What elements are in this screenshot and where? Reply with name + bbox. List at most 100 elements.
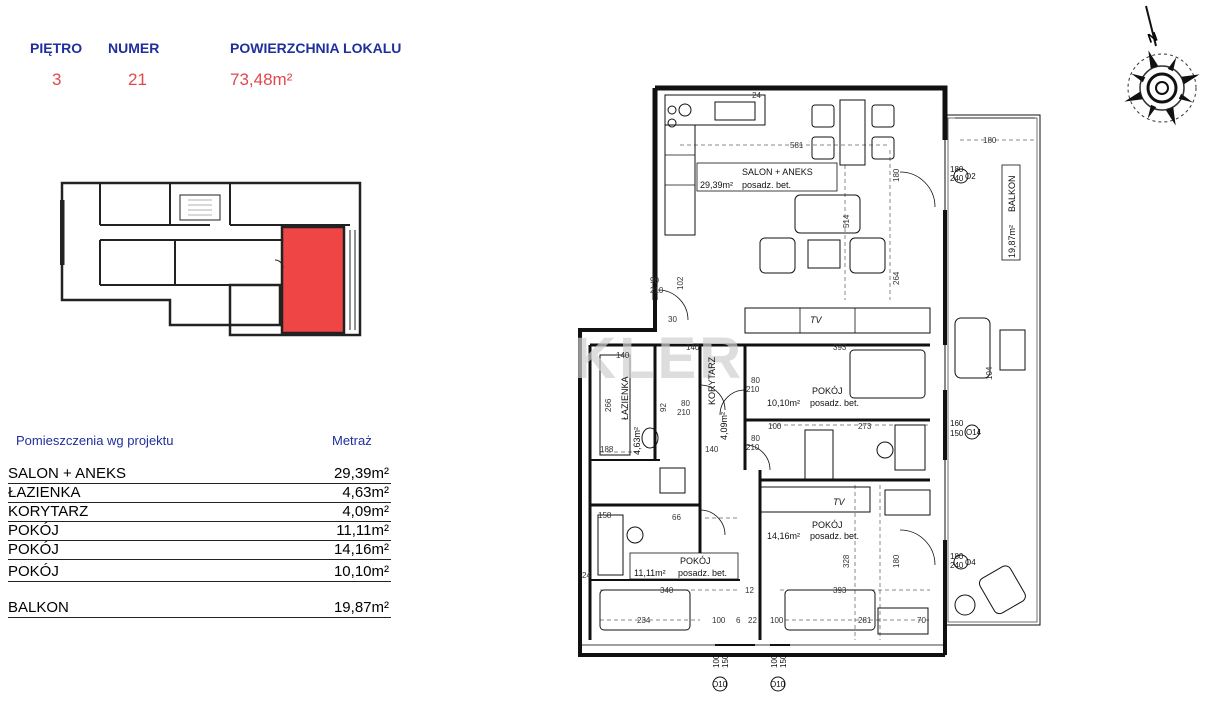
dim-label: 140 bbox=[686, 343, 700, 352]
window-width: 180 bbox=[950, 165, 964, 174]
window-height: 240 bbox=[950, 174, 964, 183]
dim-label: 266 bbox=[604, 398, 613, 412]
dim-label: 12 bbox=[745, 586, 754, 595]
window-height: 150 bbox=[721, 654, 730, 668]
window-width: 160 bbox=[950, 419, 964, 428]
dim-label: 24 bbox=[582, 571, 591, 580]
tv-label: TV bbox=[810, 315, 822, 325]
table-row: POKÓJ 14,16m² bbox=[8, 541, 391, 560]
room-label-salon: SALON + ANEKS bbox=[742, 167, 813, 177]
window-width: 100 bbox=[770, 654, 779, 668]
watermark: MAKLER bbox=[570, 326, 744, 391]
dim-label: 328 bbox=[842, 554, 851, 568]
window-tag: O10 bbox=[712, 680, 728, 689]
room-area: 11,11m² bbox=[336, 522, 389, 539]
room-name: BALKON bbox=[8, 599, 69, 616]
window-tag: O14 bbox=[966, 428, 982, 437]
number-value: 21 bbox=[128, 70, 147, 89]
room-area: 10,10m² bbox=[333, 563, 389, 580]
dim-label: 66 bbox=[672, 513, 681, 522]
room-area-sw: 11,11m² bbox=[634, 568, 666, 578]
table-row: POKÓJ 11,11m² bbox=[8, 522, 391, 541]
dim-label: 24 bbox=[752, 91, 761, 100]
room-label-bath: ŁAZIENKA bbox=[620, 376, 630, 420]
dim-label: 100 bbox=[770, 616, 784, 625]
window-width: 180 bbox=[950, 552, 964, 561]
dim-label: 140 bbox=[705, 445, 719, 454]
tv-label: TV bbox=[833, 497, 845, 507]
dim-label: 100 bbox=[712, 616, 726, 625]
window-height: 150 bbox=[950, 429, 964, 438]
dim-label: 92 bbox=[659, 403, 668, 412]
table-title: Pomieszczenia wg projektu bbox=[16, 433, 174, 448]
room-name: POKÓJ bbox=[8, 541, 59, 558]
dim-label: 234 bbox=[637, 616, 651, 625]
dim-label: 210 bbox=[746, 385, 760, 394]
dim-label: 102 bbox=[676, 276, 685, 290]
window-tag: O4 bbox=[965, 558, 976, 567]
dim-label: 80 bbox=[681, 399, 690, 408]
dim-label: 393 bbox=[833, 586, 847, 595]
dim-label: 273 bbox=[858, 422, 872, 431]
floor-value: 3 bbox=[52, 70, 62, 89]
window-height: 150 bbox=[779, 654, 788, 668]
dim-label: 70 bbox=[917, 616, 926, 625]
room-label-sw: POKÓJ bbox=[680, 556, 711, 566]
room-label-balcony: BALKON bbox=[1007, 175, 1017, 212]
dim-label: 180 bbox=[892, 168, 901, 182]
number-label: NUMER bbox=[108, 40, 160, 56]
dim-label: 581 bbox=[790, 141, 804, 150]
room-area: 4,63m² bbox=[342, 484, 389, 501]
table-row-balcony: BALKON 19,87m² bbox=[8, 599, 391, 618]
floor-finish: posadz. bet. bbox=[810, 398, 859, 408]
room-label-se: POKÓJ bbox=[812, 520, 843, 530]
room-area-salon: 29,39m² bbox=[700, 180, 733, 190]
room-label-ne: POKÓJ bbox=[812, 386, 843, 396]
window-tag: O10 bbox=[770, 680, 786, 689]
dim-label: 210 bbox=[746, 443, 760, 452]
room-area-bath: 4,63m² bbox=[632, 427, 642, 455]
window-width: 100 bbox=[712, 654, 721, 668]
room-area-corridor: 4,09m² bbox=[719, 412, 729, 440]
floor-finish: posadz. bet. bbox=[742, 180, 791, 190]
dim-label: 210 bbox=[650, 286, 664, 295]
dim-label: 22 bbox=[748, 616, 757, 625]
room-area: 19,87m² bbox=[333, 599, 389, 616]
room-area-ne: 10,10m² bbox=[767, 398, 800, 408]
floor-plan: MAKLER SALON + ANEKS 29,39m² posadz. bet… bbox=[570, 85, 1041, 692]
dim-label: 90 bbox=[650, 276, 659, 285]
dim-label: 158 bbox=[598, 511, 612, 520]
dim-label: 30 bbox=[668, 315, 677, 324]
table-row: SALON + ANEKS 29,39m² bbox=[8, 465, 391, 484]
dim-label: 140 bbox=[616, 351, 630, 360]
window-height: 240 bbox=[950, 561, 964, 570]
room-area: 14,16m² bbox=[333, 541, 389, 558]
dim-label: 6 bbox=[736, 616, 741, 625]
room-name: KORYTARZ bbox=[8, 503, 89, 520]
dim-label: 100 bbox=[768, 422, 782, 431]
area-label: POWIERZCHNIA LOKALU bbox=[230, 40, 402, 56]
floor-label: PIĘTRO bbox=[30, 40, 83, 56]
table-row: KORYTARZ 4,09m² bbox=[8, 503, 391, 522]
key-plan bbox=[60, 181, 362, 337]
north-label: N bbox=[1146, 29, 1160, 46]
floor-finish: posadz. bet. bbox=[810, 531, 859, 541]
dim-label: 281 bbox=[858, 616, 872, 625]
dim-label: 210 bbox=[677, 408, 691, 417]
floor-finish: posadz. bet. bbox=[678, 568, 727, 578]
room-name: POKÓJ bbox=[8, 563, 59, 580]
compass-rose: N bbox=[1124, 5, 1200, 126]
room-area-balcony: 19,87m² bbox=[1007, 225, 1017, 258]
room-label-corridor: KORYTARZ bbox=[707, 356, 717, 405]
dim-label: 188 bbox=[600, 445, 614, 454]
table-row: ŁAZIENKA 4,63m² bbox=[8, 484, 391, 503]
room-area-se: 14,16m² bbox=[767, 531, 800, 541]
dim-label: 180 bbox=[983, 136, 997, 145]
area-column-header: Metraż bbox=[332, 433, 372, 448]
dim-label: 180 bbox=[892, 554, 901, 568]
dim-label: 104 bbox=[985, 366, 994, 380]
room-name: SALON + ANEKS bbox=[8, 465, 126, 482]
area-value: 73,48m² bbox=[230, 70, 293, 89]
room-area: 4,09m² bbox=[342, 503, 389, 520]
room-area: 29,39m² bbox=[333, 465, 389, 482]
